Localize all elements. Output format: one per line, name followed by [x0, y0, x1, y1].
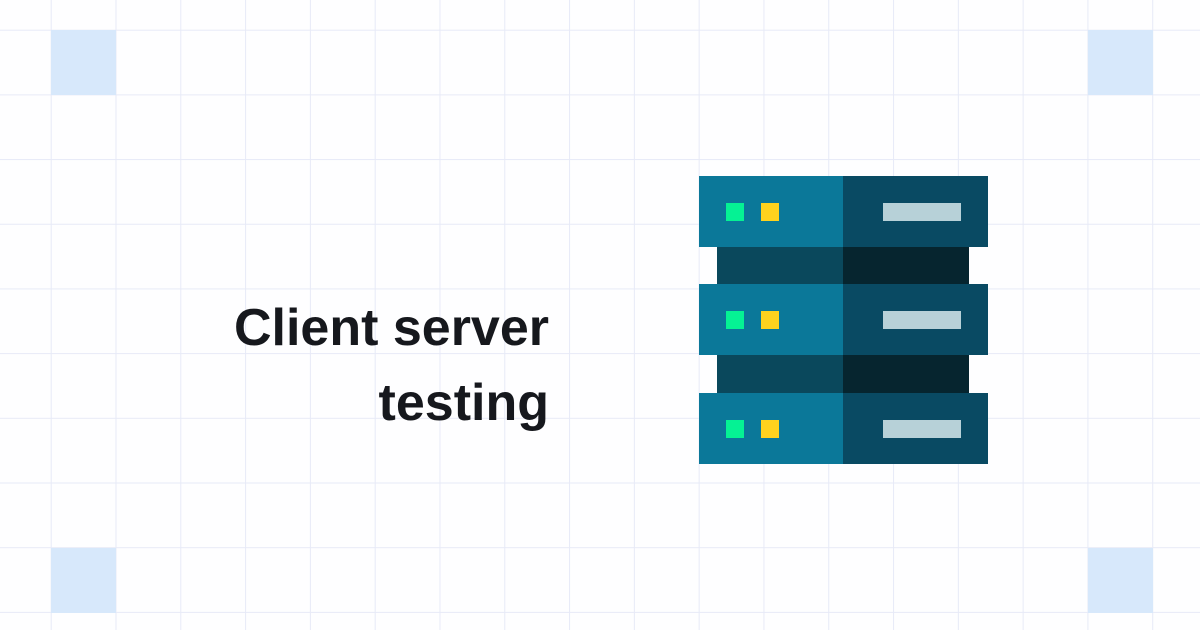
corner-square-bottom-right [1088, 548, 1153, 613]
corner-square-top-left [51, 30, 116, 95]
server-unit-front-panel [699, 393, 843, 464]
led-green-icon [726, 420, 744, 438]
server-unit-front-panel [699, 284, 843, 355]
drive-slot [883, 311, 961, 329]
title-line-2: testing [378, 373, 549, 432]
server-unit [699, 393, 988, 464]
server-connector-front [717, 247, 843, 284]
led-yellow-icon [761, 420, 779, 438]
drive-slot [883, 203, 961, 221]
page-title: Client server testing [234, 291, 549, 441]
server-connector-front [717, 355, 843, 393]
title-line-1: Client server [233, 298, 549, 357]
server-unit-front-panel [699, 176, 843, 247]
server-unit [699, 176, 988, 247]
server-unit [699, 284, 988, 355]
corner-square-bottom-left [51, 548, 116, 613]
led-green-icon [726, 203, 744, 221]
server-connector [717, 355, 969, 393]
led-yellow-icon [761, 203, 779, 221]
server-rack-illustration [699, 176, 988, 464]
led-green-icon [726, 311, 744, 329]
led-yellow-icon [761, 311, 779, 329]
server-connector [717, 247, 969, 284]
drive-slot [883, 420, 961, 438]
corner-square-top-right [1088, 30, 1153, 95]
